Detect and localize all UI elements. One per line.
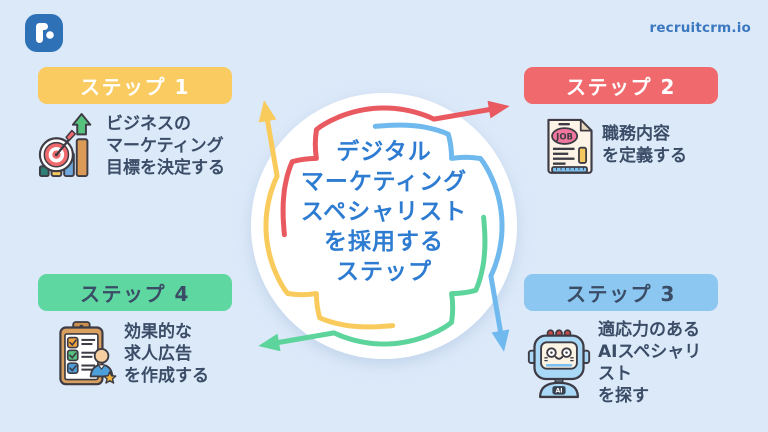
step-2-line: 職務内容	[602, 124, 670, 144]
step-2-label: ステップ 2	[566, 75, 676, 99]
green-cycle-arrow	[276, 214, 488, 347]
step-3-label: ステップ 3	[566, 282, 676, 306]
blue-arrowhead	[491, 329, 510, 352]
yellow-arrowhead	[258, 100, 277, 123]
step-3-block: ステップ 3	[524, 274, 718, 407]
job-badge-text: JOB	[555, 132, 573, 142]
step-4-line: 効果的な	[124, 322, 192, 342]
step-4-line: を作成する	[124, 366, 209, 386]
target-growth-chart-icon	[38, 112, 100, 180]
recruitcrm-logo-icon	[25, 14, 63, 52]
step-2-line: を定義する	[602, 146, 687, 166]
step-3-line: AIスペシャリスト	[598, 342, 702, 384]
center-title-line: ステップ	[336, 259, 432, 285]
red-cycle-arrow	[280, 105, 492, 238]
step-1-block: ステップ 1 ビジネス	[38, 67, 232, 180]
step-1-description: ビジネスの マーケティング 目標を決定する	[106, 113, 225, 179]
step-1-label: ステップ 1	[80, 75, 190, 99]
step-4-header: ステップ 4	[38, 274, 232, 311]
step-4-line: 求人広告	[124, 344, 192, 364]
center-title-line: マーケティング	[300, 169, 468, 195]
step-4-block: ステップ 4	[38, 274, 232, 389]
step-3-line: を探す	[598, 386, 649, 406]
step-4-label: ステップ 4	[80, 282, 190, 306]
center-title-line: デジタル	[336, 139, 432, 165]
blue-cycle-arrow	[372, 122, 505, 334]
step-3-description: 適応力のある AIスペシャリスト を探す	[598, 319, 718, 407]
step-1-line: ビジネスの	[106, 114, 191, 134]
step-4-description: 効果的な 求人広告 を作成する	[124, 321, 209, 387]
center-title-line: を採用する	[324, 229, 444, 255]
site-label: recruitcrm.io	[649, 20, 751, 36]
center-title: デジタル マーケティング スペシャリスト を採用する ステップ	[244, 137, 524, 287]
ai-robot-icon: AI	[526, 326, 592, 400]
job-ad-checklist-icon	[54, 319, 118, 389]
step-2-description: 職務内容 を定義する	[602, 123, 687, 167]
step-1-line: マーケティング	[106, 136, 224, 156]
step-3-header: ステップ 3	[524, 274, 718, 311]
step-1-header: ステップ 1	[38, 67, 232, 104]
center-title-line: スペシャリスト	[300, 199, 468, 225]
step-2-header: ステップ 2	[524, 67, 718, 104]
yellow-cycle-arrow	[263, 118, 396, 330]
ai-badge-text: AI	[555, 388, 562, 395]
green-arrowhead	[258, 333, 281, 352]
step-1-line: 目標を決定する	[106, 158, 225, 178]
step-3-line: 適応力のある	[598, 320, 700, 340]
step-2-block: ステップ 2 JOB 職	[524, 67, 718, 178]
job-description-document-icon: JOB	[544, 112, 596, 178]
red-arrowhead	[487, 100, 510, 119]
